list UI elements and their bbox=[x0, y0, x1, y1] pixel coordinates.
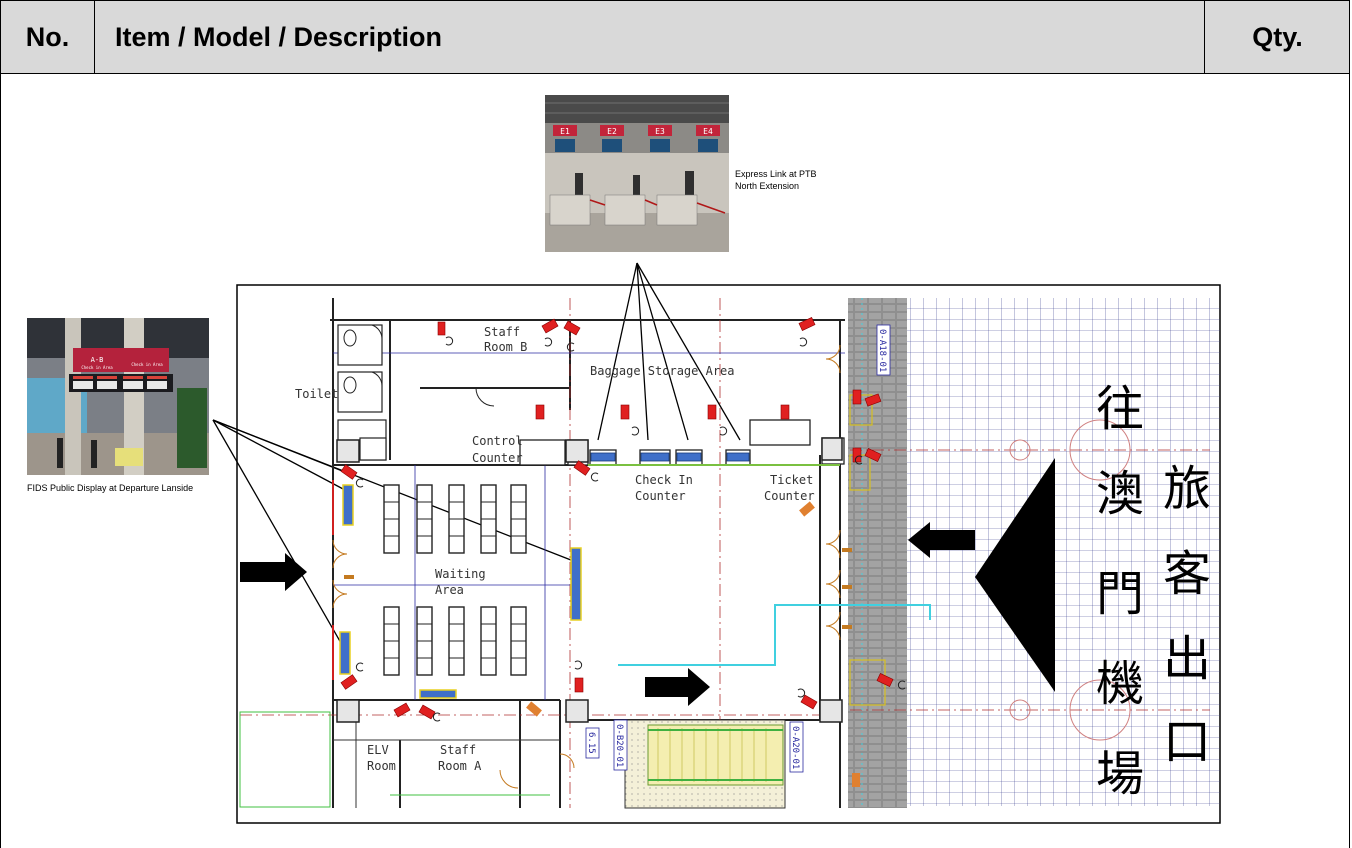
fids-caption: FIDS Public Display at Departure Lanside bbox=[27, 483, 194, 493]
svg-text:6.15: 6.15 bbox=[586, 732, 596, 754]
svg-text:Waiting: Waiting bbox=[435, 567, 486, 581]
express-sign-group: E1 E2 E3 E4 bbox=[553, 125, 720, 136]
sign-e1: E1 bbox=[560, 127, 570, 136]
svg-text:Room A: Room A bbox=[438, 759, 482, 773]
svg-text:Staff: Staff bbox=[484, 325, 520, 339]
svg-text:Toilet: Toilet bbox=[295, 387, 338, 401]
svg-text:客: 客 bbox=[1163, 546, 1211, 602]
cctv-cameras bbox=[340, 317, 894, 720]
svg-text:出: 出 bbox=[1163, 631, 1211, 687]
svg-text:旅: 旅 bbox=[1163, 461, 1211, 517]
columns bbox=[336, 437, 843, 723]
express-link-caption: Express Link at PTB North Extension bbox=[735, 169, 817, 191]
svg-text:場: 場 bbox=[1096, 746, 1144, 802]
header-item-description: Item / Model / Description bbox=[95, 1, 1205, 73]
svg-text:機: 機 bbox=[1096, 656, 1144, 712]
svg-text:Ticket: Ticket bbox=[770, 473, 813, 487]
sign-e4: E4 bbox=[703, 127, 713, 136]
express-link-photo: E1 E2 E3 E4 bbox=[545, 95, 729, 252]
svg-text:往: 往 bbox=[1096, 381, 1144, 437]
fids-display-photo: A-B Check in Area Check in Area bbox=[27, 318, 209, 475]
chinese-signage: 往 澳 門 機 場 旅 客 出 口 bbox=[1096, 381, 1211, 802]
svg-text:口: 口 bbox=[1163, 714, 1211, 770]
fids-sign-left: A-B bbox=[91, 356, 104, 364]
svg-text:Counter: Counter bbox=[635, 489, 686, 503]
svg-text:Room B: Room B bbox=[484, 340, 527, 354]
svg-text:Room: Room bbox=[367, 759, 396, 773]
svg-text:Counter: Counter bbox=[764, 489, 815, 503]
table-body-cell bbox=[0, 73, 1350, 848]
grid-tags: 0-A18-01 0-B20-01 0-A20-01 6.15 bbox=[585, 324, 891, 773]
svg-text:澳: 澳 bbox=[1096, 466, 1144, 522]
svg-text:Control: Control bbox=[472, 434, 523, 448]
svg-text:Area: Area bbox=[435, 583, 464, 597]
fids-sign-right: Check in Area bbox=[131, 362, 163, 367]
callout-lines bbox=[212, 262, 741, 651]
flow-arrows bbox=[240, 458, 1055, 706]
fids-sign-left-sub: Check in Area bbox=[81, 365, 113, 370]
fids-sign-board bbox=[73, 348, 169, 372]
sign-e3: E3 bbox=[655, 127, 665, 136]
svg-text:Counter: Counter bbox=[472, 451, 523, 465]
svg-text:0-A18-01: 0-A18-01 bbox=[877, 329, 887, 372]
svg-text:Staff: Staff bbox=[440, 743, 476, 757]
svg-text:0-A20-01: 0-A20-01 bbox=[790, 726, 800, 769]
orange-cameras bbox=[526, 501, 860, 787]
svg-text:門: 門 bbox=[1096, 566, 1144, 622]
room-labels: Toilet Staff Room B Baggage Storage Area… bbox=[295, 325, 815, 773]
svg-text:ELV: ELV bbox=[367, 743, 389, 757]
display-screens bbox=[339, 484, 582, 699]
sign-e2: E2 bbox=[607, 127, 617, 136]
svg-text:0-B20-01: 0-B20-01 bbox=[614, 724, 624, 767]
header-qty: Qty. bbox=[1252, 21, 1303, 52]
table-header: No. Item / Model / Description Qty. bbox=[0, 0, 1350, 74]
header-no: No. bbox=[1, 1, 95, 73]
svg-text:Baggage Storage Area: Baggage Storage Area bbox=[590, 364, 735, 378]
svg-text:Check In: Check In bbox=[635, 473, 693, 487]
